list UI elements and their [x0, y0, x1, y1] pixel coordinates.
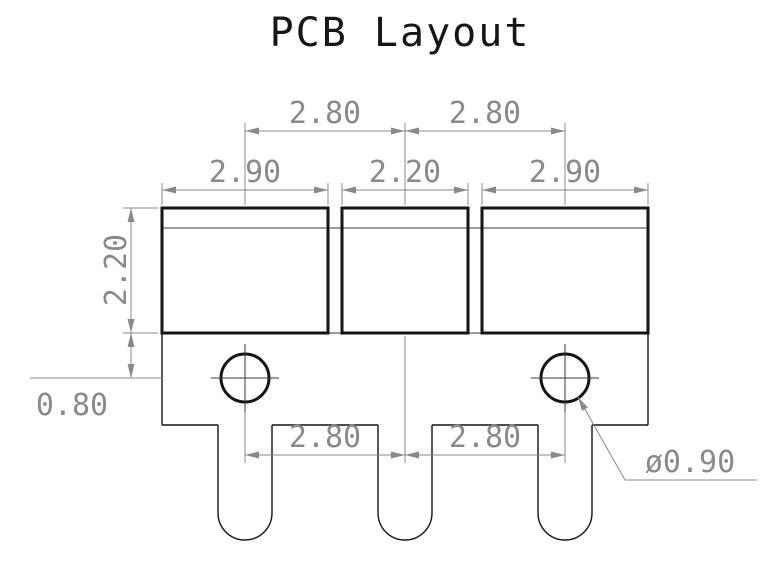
dimension-pad-widths: 2.90 2.20 2.90: [161, 155, 649, 205]
dimension-label-hole-diameter: ø0.90: [645, 445, 735, 480]
holes: [211, 336, 599, 463]
dimension-label-pad-width-left: 2.90: [209, 155, 281, 190]
centerlines: [211, 336, 599, 463]
pad-middle: [340, 206, 470, 335]
page-title: PCB Layout: [270, 10, 531, 56]
pad-right: [480, 206, 650, 335]
dimension-label-pad-width-right: 2.90: [529, 155, 601, 190]
leg-middle: [377, 425, 433, 541]
dimension-label-top-pitch-right: 2.80: [449, 96, 521, 131]
dimension-hole-diameter: ø0.90: [577, 396, 757, 481]
dimension-top-pitch: 2.80 2.80: [244, 96, 566, 205]
dimension-hole-offset: 0.80: [30, 333, 162, 423]
dimension-label-pad-width-middle: 2.20: [369, 155, 441, 190]
pad-left: [160, 206, 330, 335]
dimension-bottom-pitch: 2.80 2.80: [245, 420, 565, 459]
dimension-label-pad-height: 2.20: [99, 234, 134, 306]
dimension-label-bottom-pitch-left: 2.80: [289, 420, 361, 455]
dimension-label-top-pitch-left: 2.80: [289, 96, 361, 131]
dimension-label-hole-offset: 0.80: [36, 388, 108, 423]
leg-left: [217, 425, 273, 541]
dimension-pad-height: 2.20: [99, 207, 158, 334]
component-legs: [217, 425, 593, 541]
dimension-label-bottom-pitch-right: 2.80: [449, 420, 521, 455]
pads: [160, 206, 650, 335]
leg-right: [537, 425, 593, 541]
